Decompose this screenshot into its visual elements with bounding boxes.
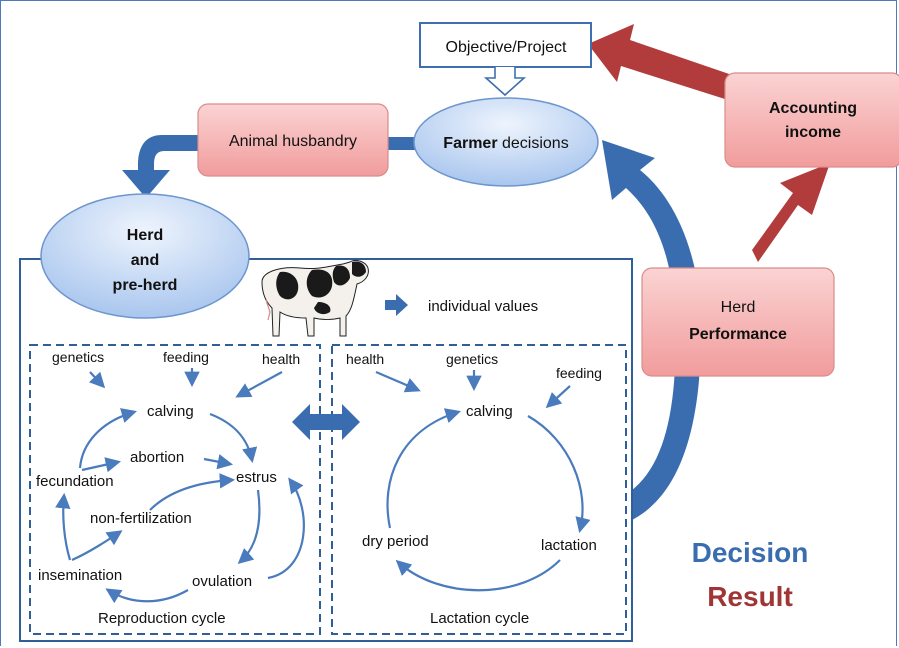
repro-arrow-fecundation-abortion (81, 457, 122, 473)
herd-label-line1: Herd (127, 227, 163, 244)
repro-feeding: feeding (163, 349, 209, 365)
cow-image (261, 259, 369, 337)
herd-performance-box (641, 267, 835, 377)
lactation-arrows (375, 370, 591, 592)
performance-label-line1: Herd (721, 299, 756, 316)
repro-arrow-insemination-fecundation (55, 492, 72, 561)
animal-husbandry-box (197, 103, 389, 177)
legend-result: Result (707, 581, 793, 612)
farmer-decisions-label: Farmer decisions (443, 135, 568, 152)
decision-arrow-performance-to-farmer (602, 140, 701, 520)
repro-arrow-ovulation-insemination (105, 588, 189, 604)
repro-non-fertilization: non-fertilization (90, 510, 192, 527)
repro-health: health (262, 351, 300, 367)
reproduction-arrows (55, 368, 305, 604)
individual-values-arrow (385, 294, 408, 316)
repro-genetics: genetics (52, 349, 104, 365)
objective-down-arrow (483, 67, 527, 97)
repro-arrow-estrus-ovulation (237, 489, 261, 565)
herd-label-line3: pre-herd (113, 277, 178, 294)
legend-decision: Decision (692, 537, 809, 568)
repro-arrow-calving-estrus (209, 412, 258, 464)
repro-arrow-fecundation-calving (78, 408, 137, 469)
result-arrow-performance-to-accounting (752, 163, 830, 262)
reproduction-cycle-box (29, 344, 321, 635)
repro-arrow-nonfert-estrus (149, 473, 236, 511)
decision-arrow-husbandry-to-herd (122, 135, 200, 198)
repro-abortion: abortion (130, 449, 184, 466)
repro-arrow-genetics (88, 371, 106, 389)
lact-dry-period: dry period (362, 533, 429, 550)
accounting-label-line2: income (785, 124, 841, 141)
accounting-income-box (724, 72, 899, 168)
accounting-label-line1: Accounting (769, 100, 857, 117)
lact-lactation: lactation (541, 537, 597, 554)
lact-health: health (346, 351, 384, 367)
lact-feeding: feeding (556, 365, 602, 381)
herd-label-line2: and (131, 252, 159, 269)
performance-label-line2: Performance (689, 326, 787, 343)
repro-calving: calving (147, 403, 194, 420)
repro-caption: Reproduction cycle (98, 610, 226, 627)
repro-estrus: estrus (236, 469, 277, 486)
repro-fecundation: fecundation (36, 473, 114, 490)
animal-husbandry-label: Animal husbandry (229, 133, 357, 150)
farmer-decisions-ellipse (413, 97, 599, 187)
lact-arrow-health (375, 370, 421, 393)
lactation-cycle-box (331, 344, 627, 635)
objective-label: Objective/Project (446, 39, 567, 56)
result-arrow-accounting-to-objective (588, 24, 735, 100)
lact-arrow-lactation-dry (395, 559, 561, 592)
lact-genetics: genetics (446, 351, 498, 367)
repro-arrow-insemination-nonfert (71, 530, 123, 562)
lact-arrow-dry-calving (386, 408, 461, 529)
lact-arrow-feeding (545, 385, 571, 409)
objective-box (419, 22, 592, 68)
herd-ellipse (40, 193, 250, 319)
lact-caption: Lactation cycle (430, 610, 529, 627)
repro-arrow-ovulation-estrus (267, 477, 305, 580)
repro-arrow-health (235, 371, 283, 398)
repro-arrow-abortion-estrus (203, 454, 234, 470)
lact-arrow-calving-lactation (527, 415, 591, 533)
exchange-double-arrow (292, 404, 360, 440)
lact-calving: calving (466, 403, 513, 420)
herd-container (19, 258, 633, 642)
individual-values-label: individual values (428, 298, 538, 315)
repro-ovulation: ovulation (192, 573, 252, 590)
repro-insemination: insemination (38, 567, 122, 584)
